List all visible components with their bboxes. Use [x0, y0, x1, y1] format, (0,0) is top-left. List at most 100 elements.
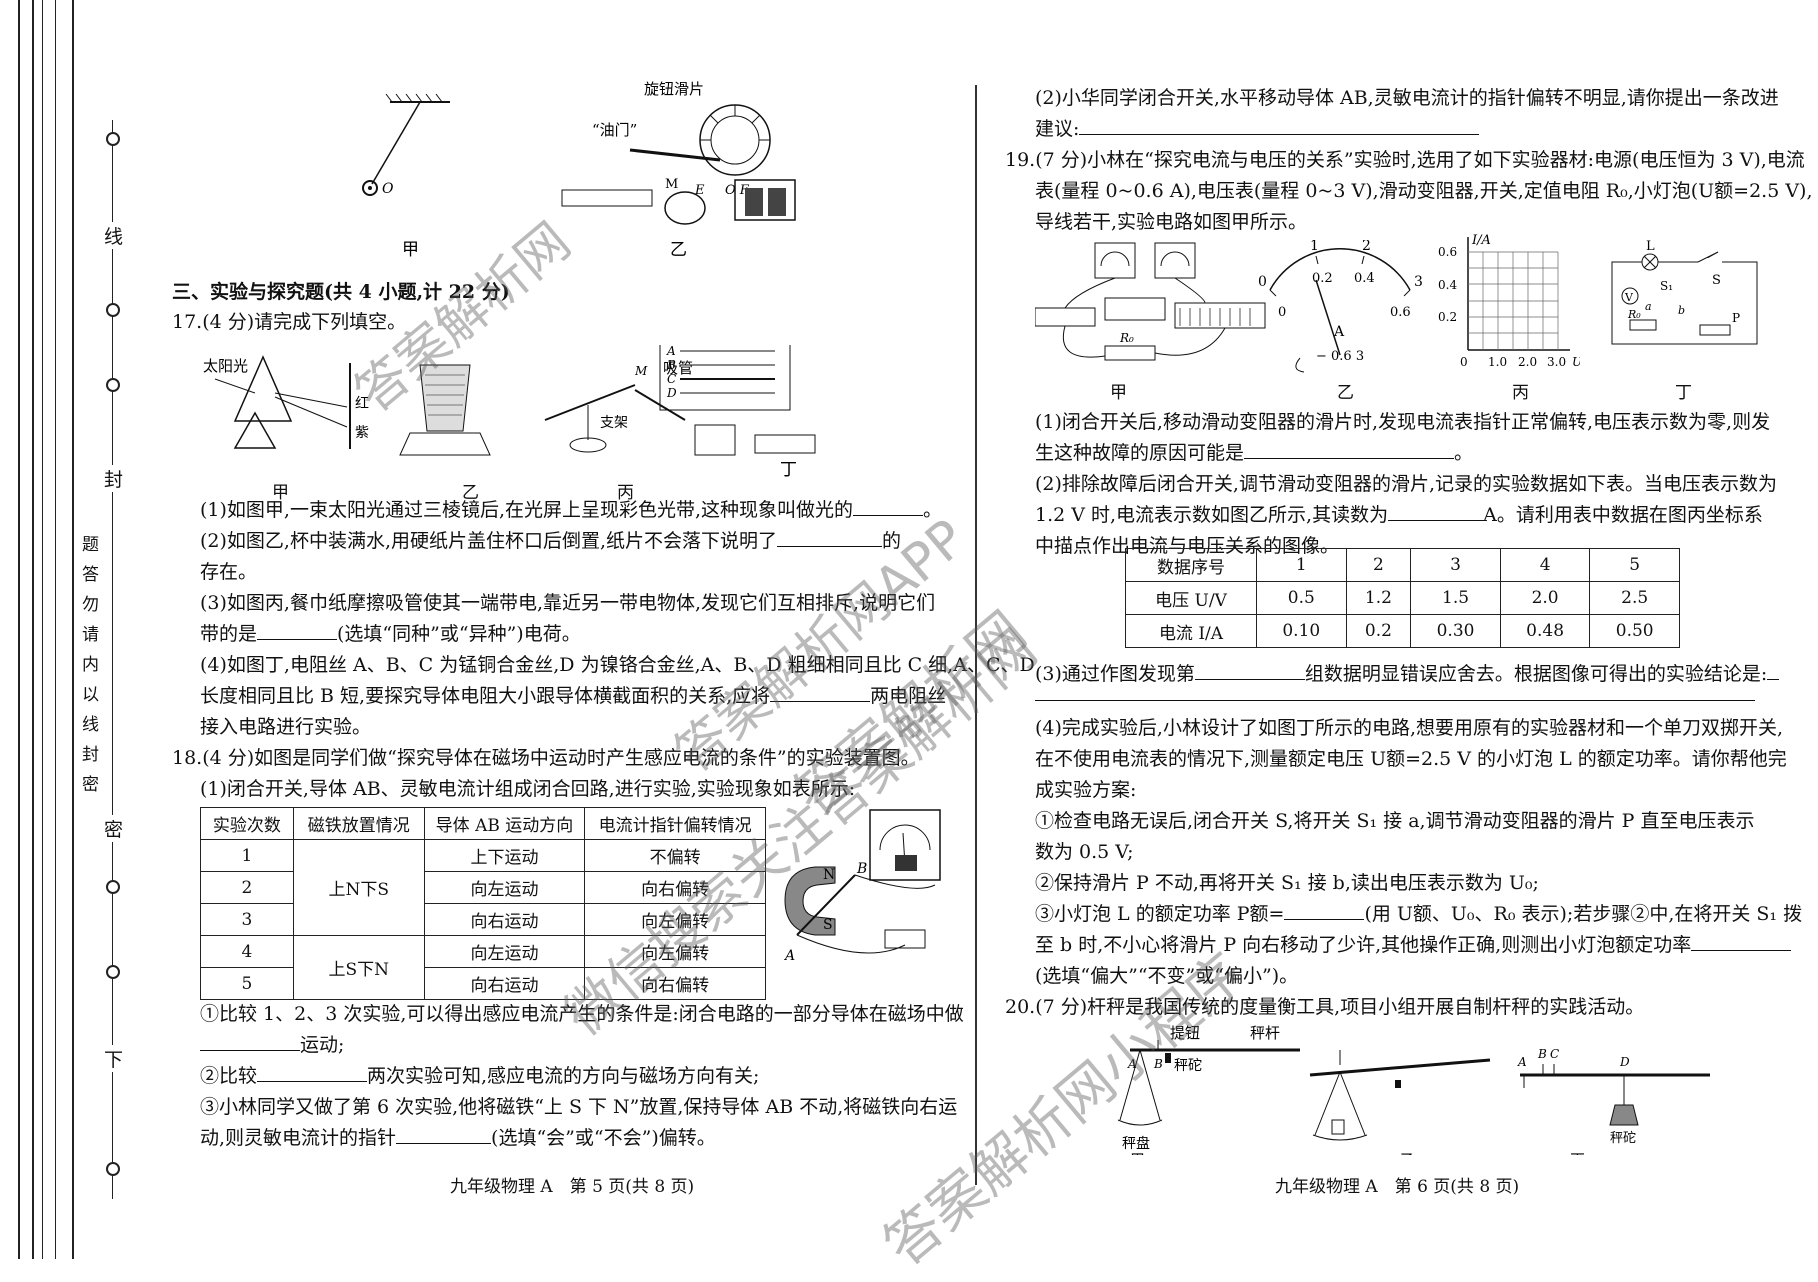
- answer-blank[interactable]: [1244, 440, 1455, 459]
- bing-xtick-3: 3.0: [1547, 355, 1566, 369]
- table-cell: 2: [200, 871, 294, 904]
- answer-blank[interactable]: [853, 497, 924, 516]
- q19-p4c: 成实验方案:: [1035, 779, 1137, 801]
- table-cell: 向左运动: [423, 871, 586, 904]
- binding-line: [42, 0, 43, 1259]
- ding-v: V: [1624, 291, 1634, 304]
- q20-bing-c: C: [1550, 1047, 1559, 1061]
- fig16-knob-label: 旋钮滑片: [644, 80, 704, 98]
- q17-p1: (1)如图甲,一束太阳光通过三棱镜后,在光屏上呈现彩色光带,这种现象叫做光的。: [200, 497, 943, 521]
- binding-hole: [106, 303, 120, 317]
- answer-blank[interactable]: [200, 1032, 300, 1051]
- table-header: 磁铁放置情况: [292, 807, 425, 840]
- footer-left: 九年级物理 A 第 5 页(共 8 页): [450, 1177, 695, 1197]
- binding-mark-secret: 密: [104, 815, 124, 842]
- q19-fig-ding: L S V S₁ a b R₀ P: [1611, 240, 1758, 345]
- notice-char: 请: [82, 620, 99, 645]
- q18-stem: 18.(4 分)如图是同学们做“探究导体在磁场中运动时产生感应电流的条件”的实验…: [172, 747, 920, 769]
- q17-purple: 紫: [355, 425, 369, 441]
- meter-bottom-1: 0.2: [1312, 271, 1333, 286]
- q20-bing-a: A: [1517, 1055, 1527, 1069]
- answer-blank[interactable]: [1767, 661, 1780, 680]
- bing-xtick-0: 0: [1460, 355, 1468, 369]
- answer-blank[interactable]: [396, 1125, 492, 1144]
- q17-wire-a: A: [666, 345, 676, 358]
- binding-dashed-line: [112, 120, 113, 1199]
- q19-caption-bing: 丙: [1512, 383, 1529, 403]
- fig16-e: E: [694, 183, 705, 198]
- table-cell: 2: [1345, 548, 1412, 582]
- q17-p4b: 长度相同且比 B 短,要探究导体电阻大小跟导体横截面积的关系,应将两电阻丝: [200, 683, 947, 707]
- q18-c2: ②比较两次实验可知,感应电流的方向与磁场方向有关;: [200, 1063, 760, 1087]
- ding-p: P: [1732, 311, 1740, 325]
- q19-stem1: 19.(7 分)小林在“探究电流与电压的关系”实验时,选用了如下实验器材:电源(…: [1005, 149, 1805, 171]
- table-row: 数据序号 1 2 3 4 5: [1125, 548, 1680, 582]
- answer-blank[interactable]: [257, 1063, 368, 1082]
- table-cell: 4: [200, 935, 294, 968]
- table-cell: 2.0: [1499, 581, 1591, 615]
- table-cell: 1.5: [1410, 581, 1501, 615]
- answer-blank[interactable]: [1194, 661, 1305, 680]
- answer-blank[interactable]: [1284, 901, 1365, 920]
- q18-c1: ①比较 1、2、3 次实验,可以得出感应电流产生的条件是:闭合电路的一部分导体在…: [200, 1003, 964, 1025]
- bing-ytick-0: 0.6: [1438, 245, 1457, 259]
- answer-line[interactable]: [1035, 700, 1755, 701]
- table-cell: 0.10: [1256, 614, 1347, 648]
- q18-table: 实验次数 磁铁放置情况 导体 AB 运动方向 电流计指针偏转情况 1 上N下S …: [200, 807, 766, 1000]
- notice-char: 内: [82, 650, 99, 675]
- table-cell: 向右偏转: [584, 967, 766, 1000]
- binding-mark-seal: 封: [104, 465, 124, 492]
- binding-hole: [106, 880, 120, 894]
- fig16-diagram: O 旋钮滑片 “油门” E O F M 甲 乙: [362, 80, 796, 260]
- q20-pan: 秤盘: [1122, 1135, 1150, 1152]
- q19-stem3: 导线若干,实验电路如图甲所示。: [1035, 211, 1308, 233]
- table-header: 实验次数: [200, 807, 294, 840]
- table-cell: 0.5: [1256, 581, 1347, 615]
- answer-blank[interactable]: [1691, 932, 1792, 951]
- q19-p2: (2)排除故障后闭合开关,调节滑动变阻器的滑片,记录的实验数据如下表。当电压表示…: [1035, 473, 1777, 495]
- fig16-yi: 乙: [670, 240, 687, 260]
- table-cell: 1: [1256, 548, 1347, 582]
- q17-m: M: [634, 364, 648, 378]
- q17-red: 红: [355, 396, 369, 412]
- notice-char: 线: [82, 710, 99, 735]
- meter-bottom-2: 0.4: [1354, 271, 1375, 286]
- q17-wire-b: B: [666, 358, 676, 372]
- binding-hole: [106, 378, 120, 392]
- answer-blank[interactable]: [770, 683, 871, 702]
- bing-ytick-1: 0.4: [1438, 278, 1457, 292]
- table-cell: 上下运动: [423, 839, 586, 872]
- ding-l: L: [1646, 240, 1655, 254]
- table-row: 5 向右运动 向右偏转: [200, 967, 766, 1000]
- binding-hole: [106, 132, 120, 146]
- binding-hole: [106, 965, 120, 979]
- table-cell: 向右运动: [423, 967, 586, 1000]
- answer-blank[interactable]: [1388, 502, 1484, 521]
- answer-blank[interactable]: [257, 621, 338, 640]
- table-cell: 3: [200, 903, 294, 936]
- q18-p2b: 建议:: [1035, 115, 1480, 143]
- q19-fig-yi: 0 1 2 3 0 0.2 0.4 0.6 A − 0.6 3: [1258, 240, 1423, 373]
- q19-stem2: 表(量程 0~0.6 A),电压表(量程 0~3 V),滑动变阻器,开关,定值电…: [1035, 180, 1813, 202]
- q20-caption-yi: 乙: [1400, 1151, 1415, 1155]
- section3-title: 三、实验与探究题(共 4 小题,计 22 分): [172, 281, 510, 303]
- q18-b: B: [856, 861, 867, 877]
- table-cell: 向左运动: [423, 935, 586, 968]
- q19-s1: ①检查电路无误后,闭合开关 S,将开关 S₁ 接 a,调节滑动变阻器的滑片 P …: [1035, 810, 1755, 832]
- table-row: 2 向左运动 向右偏转: [200, 871, 766, 904]
- q19-s1b: 数为 0.5 V;: [1035, 841, 1134, 863]
- q19-s3c: 至 b 时,不小心将滑片 P 向右移动了少许,其他操作正确,则测出小灯泡额定功率: [1035, 931, 1792, 959]
- table-header: 导体 AB 运动方向: [423, 807, 586, 840]
- answer-blank[interactable]: [777, 528, 883, 547]
- meter-top-1: 1: [1310, 240, 1319, 254]
- table-row: 电流 I/A 0.10 0.2 0.30 0.48 0.50: [1125, 614, 1680, 648]
- table-cell: 上S下N: [292, 935, 425, 1000]
- q20-jia-a: A: [1127, 1057, 1137, 1071]
- notice-char: 答: [82, 560, 99, 585]
- bing-xtick-2: 2.0: [1518, 355, 1537, 369]
- table-cell: 0.30: [1410, 614, 1501, 648]
- fig16-m: M: [665, 177, 678, 192]
- notice-char: 以: [82, 680, 99, 705]
- answer-blank[interactable]: [1079, 116, 1480, 135]
